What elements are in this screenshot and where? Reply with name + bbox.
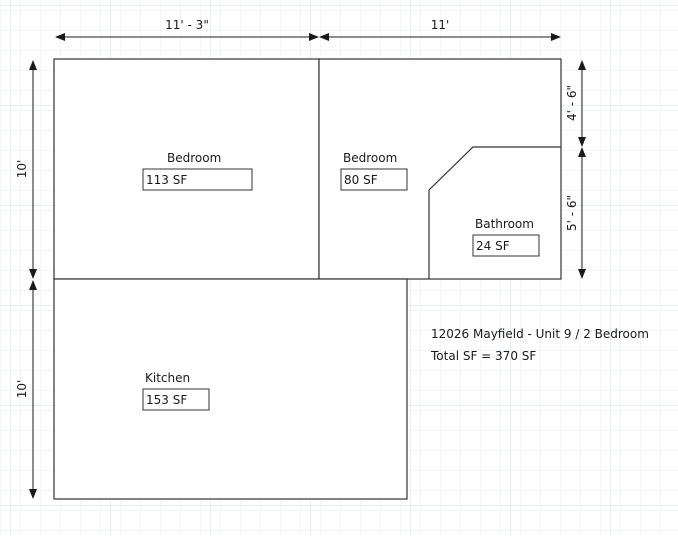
plan-total-sf: Total SF = 370 SF	[430, 349, 536, 363]
dim-right-lower: 5' - 6"	[565, 195, 579, 231]
dim-left-lower: 10'	[15, 380, 29, 399]
bedroom-2-area: 80 SF	[344, 173, 378, 187]
dim-top-right: 11'	[431, 18, 450, 32]
bathroom-area: 24 SF	[476, 239, 510, 253]
bedroom-2-area-box	[340, 168, 408, 191]
dim-top-left: 11' - 3"	[165, 18, 209, 32]
bedroom-1-label: Bedroom	[167, 151, 221, 165]
bathroom-wall	[428, 146, 561, 279]
kitchen-label: Kitchen	[145, 371, 190, 385]
kitchen-area-box	[142, 388, 210, 411]
bathroom-label: Bathroom	[475, 217, 534, 231]
kitchen-area: 153 SF	[146, 393, 187, 407]
bathroom-area-box	[472, 234, 540, 257]
dim-left-upper: 10'	[15, 160, 29, 179]
bedroom-1-area-box	[142, 168, 253, 191]
room-kitchen[interactable]	[53, 278, 408, 500]
dim-right-upper: 4' - 6"	[565, 85, 579, 121]
plan-title: 12026 Mayfield - Unit 9 / 2 Bedroom	[431, 327, 649, 341]
bedroom-2-label: Bedroom	[343, 151, 397, 165]
bedroom-1-area: 113 SF	[146, 173, 187, 187]
